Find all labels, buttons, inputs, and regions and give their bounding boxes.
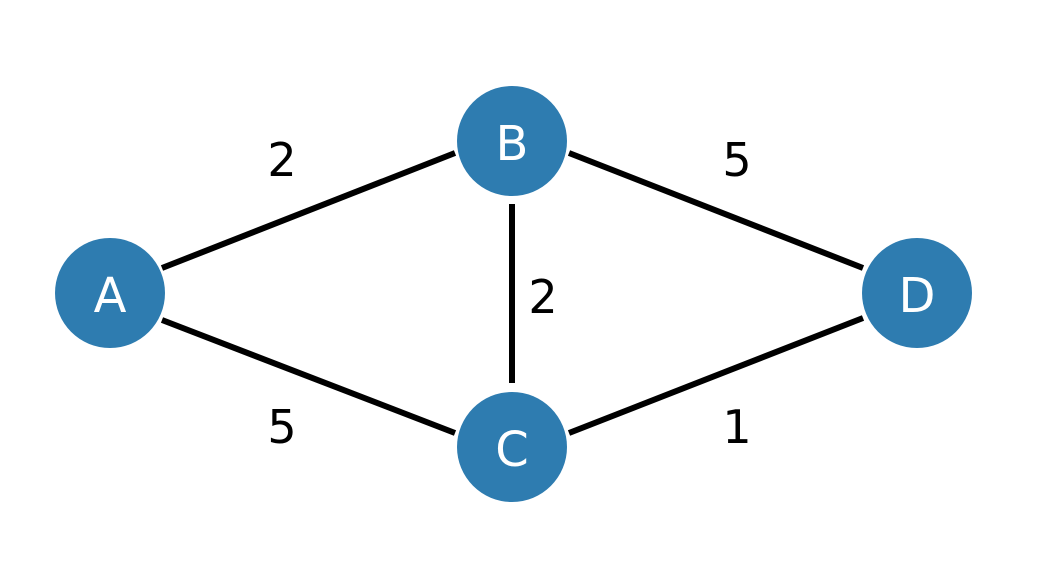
node-b: B [457, 86, 567, 196]
node-c-circle [457, 392, 567, 502]
node-d-label: D [899, 268, 936, 324]
node-a: A [55, 238, 165, 348]
weight-label-a-c: 5 [267, 400, 296, 454]
node-b-label: B [496, 116, 529, 172]
node-c: C [457, 392, 567, 502]
node-c-label: C [495, 422, 529, 478]
edge-c-d [567, 315, 865, 436]
weight-label-b-c: 2 [528, 270, 557, 324]
node-a-label: A [94, 268, 127, 324]
node-a-circle [55, 238, 165, 348]
edge-a-b [160, 150, 457, 271]
weight-label-c-d: 1 [722, 400, 751, 454]
weight-label-b-d: 5 [722, 133, 751, 187]
node-d: D [862, 238, 972, 348]
node-d-circle [862, 238, 972, 348]
edge-a-c [160, 317, 457, 436]
weight-label-a-b: 2 [267, 133, 296, 187]
node-b-circle [457, 86, 567, 196]
edge-b-d [567, 150, 865, 271]
